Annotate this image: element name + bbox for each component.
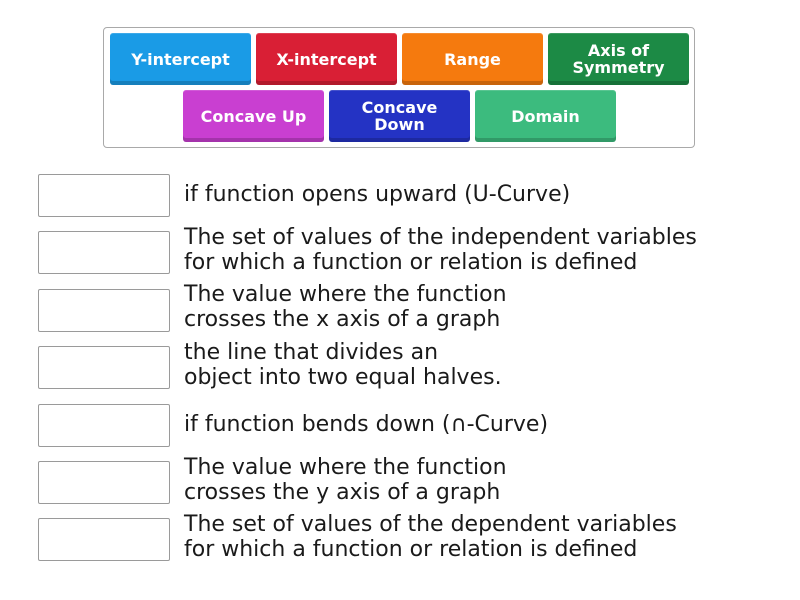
answer-slot-5[interactable]	[38, 404, 170, 447]
tile-y-intercept[interactable]: Y-intercept	[110, 33, 251, 85]
tile-x-intercept[interactable]: X-intercept	[256, 33, 397, 85]
tile-label: Concave Down	[361, 98, 438, 134]
answer-slot-6[interactable]	[38, 461, 170, 504]
answer-slot-7[interactable]	[38, 518, 170, 561]
clue-4: the line that divides an object into two…	[184, 340, 502, 390]
tile-concave-down[interactable]: Concave Down	[329, 90, 470, 142]
tile-range[interactable]: Range	[402, 33, 543, 85]
clue-5: if function bends down (∩-Curve)	[184, 412, 549, 437]
tile-label: Axis of Symmetry	[572, 41, 665, 77]
tile-domain[interactable]: Domain	[475, 90, 616, 142]
tile-label: Y-intercept	[131, 49, 230, 69]
tile-concave-up[interactable]: Concave Up	[183, 90, 324, 142]
tile-axis-of-symmetry[interactable]: Axis of Symmetry	[548, 33, 689, 85]
tile-label: X-intercept	[276, 49, 377, 69]
answer-slot-1[interactable]	[38, 174, 170, 217]
answer-slot-4[interactable]	[38, 346, 170, 389]
clue-7: The set of values of the dependent varia…	[184, 512, 677, 562]
clue-2: The set of values of the independent var…	[184, 225, 697, 275]
tile-label: Concave Up	[200, 106, 307, 126]
clue-6: The value where the function crosses the…	[184, 455, 507, 505]
clue-1: if function opens upward (U-Curve)	[184, 182, 571, 207]
clue-3: The value where the function crosses the…	[184, 282, 507, 332]
answer-slot-2[interactable]	[38, 231, 170, 274]
tile-label: Range	[444, 49, 501, 69]
tile-label: Domain	[511, 106, 580, 126]
answer-slot-3[interactable]	[38, 289, 170, 332]
